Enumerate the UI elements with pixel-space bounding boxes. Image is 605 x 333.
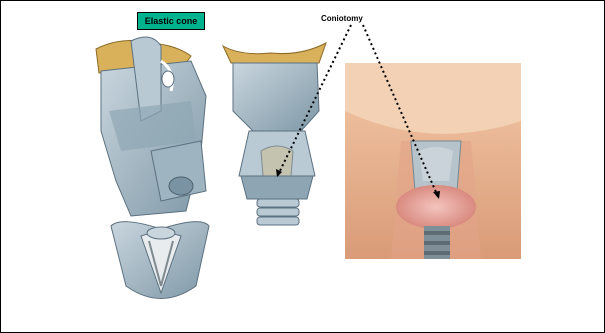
larynx-superior-view xyxy=(111,222,209,299)
trachea-rings xyxy=(257,199,299,225)
larynx-lateral-view xyxy=(96,37,206,216)
neck-illustration xyxy=(345,63,521,259)
larynx-anterior-view xyxy=(223,43,326,225)
